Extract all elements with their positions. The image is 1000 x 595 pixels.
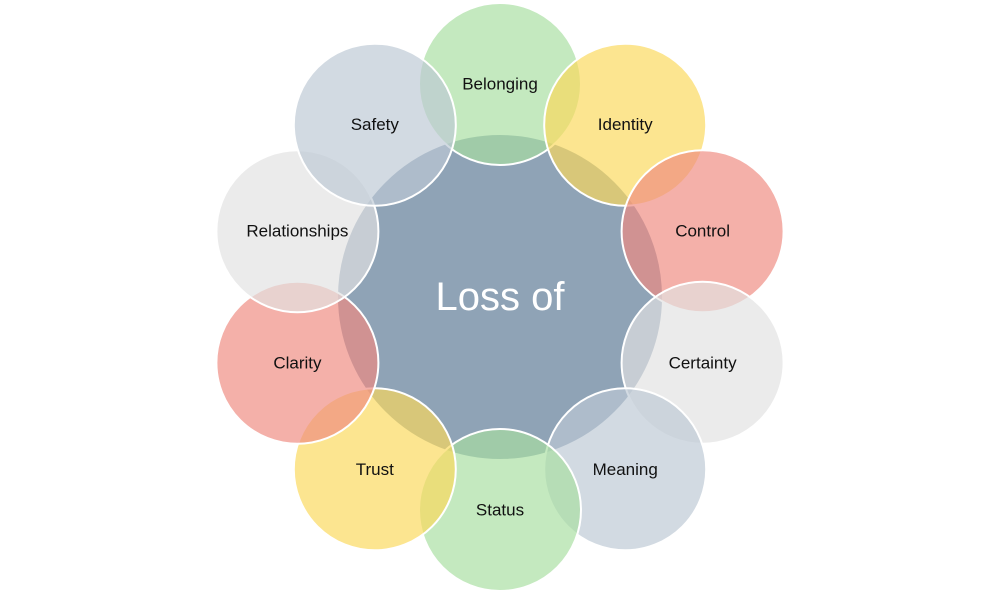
label-relationships: Relationships: [246, 222, 348, 241]
label-trust: Trust: [356, 460, 394, 479]
center-node: Loss of: [336, 133, 664, 461]
label-status: Status: [476, 501, 524, 520]
label-meaning: Meaning: [593, 460, 658, 479]
label-clarity: Clarity: [273, 353, 322, 372]
label-identity: Identity: [598, 115, 653, 134]
label-belonging: Belonging: [462, 75, 538, 94]
center-label: Loss of: [436, 275, 566, 319]
label-certainty: Certainty: [669, 353, 738, 372]
label-control: Control: [675, 222, 730, 241]
label-safety: Safety: [351, 115, 400, 134]
circle-safety: [292, 42, 457, 207]
outer-labels: BelongingIdentityControlCertaintyMeaning…: [246, 75, 737, 520]
outer-nodes: [215, 2, 785, 592]
